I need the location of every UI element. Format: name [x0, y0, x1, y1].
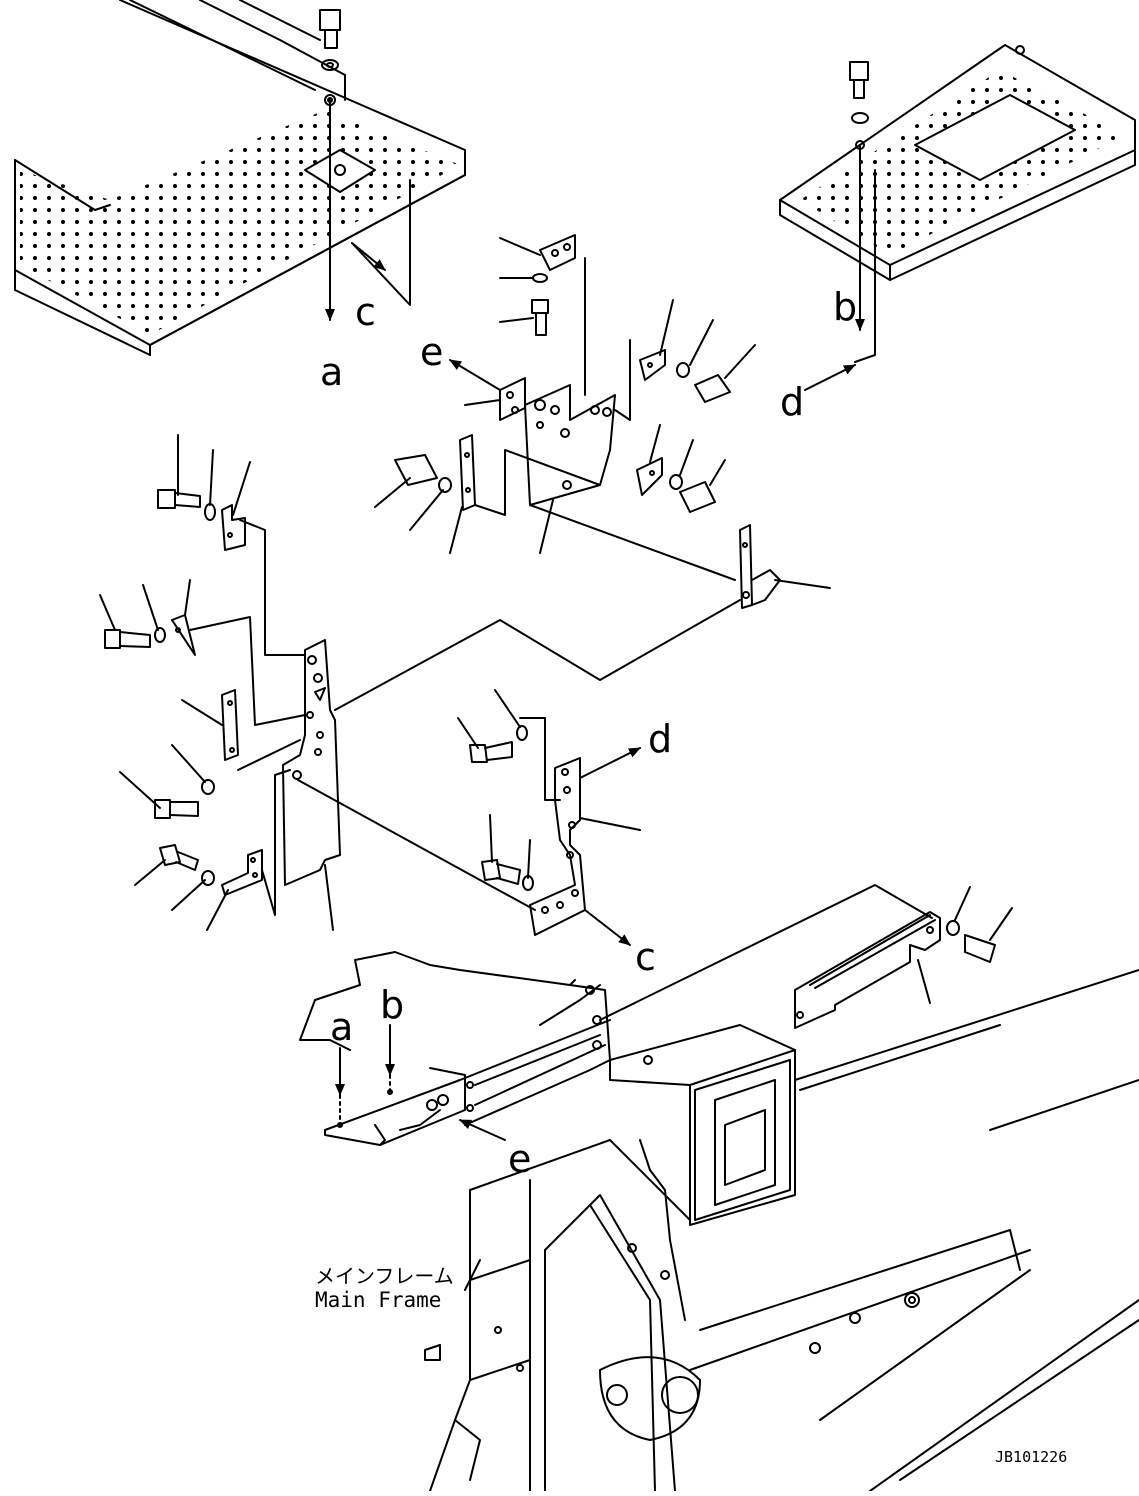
callout-a-frame: a	[330, 1005, 353, 1049]
drawing-number: JB101226	[995, 1448, 1067, 1466]
callout-a-top: a	[320, 350, 343, 394]
callout-e-top: e	[420, 330, 443, 374]
hook-clip-right	[739, 524, 781, 609]
leader-d-top	[804, 169, 876, 391]
main-frame-label-ja: メインフレーム	[315, 1264, 454, 1288]
right-leader-ticks	[917, 886, 1013, 1004]
callout-e-frame: e	[508, 1137, 531, 1181]
callout-b-frame: b	[380, 983, 404, 1027]
top-left-bolt	[319, 9, 341, 71]
main-frame	[299, 951, 1139, 1492]
left-connection-lines	[189, 519, 306, 916]
callout-b-top: b	[833, 285, 857, 329]
left-leader-ticks	[99, 434, 334, 931]
callout-d-top: d	[780, 380, 804, 424]
upper-connection-lines	[334, 257, 741, 711]
right-angle-clip-1	[639, 349, 731, 403]
left-small-bracket-1	[157, 489, 246, 551]
callout-c-mid: c	[635, 935, 656, 979]
leader-c-mid	[584, 909, 631, 946]
upper-bracket-plate	[524, 384, 616, 506]
mid-connection-lines	[297, 717, 561, 911]
right-long-bracket	[599, 884, 996, 1029]
leader-c-top	[351, 179, 411, 306]
left-tall-plate	[282, 639, 341, 886]
mid-bracket	[529, 757, 586, 936]
left-floor-plate	[14, 0, 466, 356]
mid-bolts	[469, 725, 534, 891]
right-floor-plate	[779, 44, 1136, 281]
mid-leader-ticks	[457, 689, 641, 879]
small-clip-e	[499, 377, 526, 421]
left-small-bracket-2	[159, 844, 263, 896]
left-strip-plate-2	[154, 689, 239, 819]
main-frame-label-en: Main Frame	[315, 1288, 441, 1312]
main-frame-leader	[464, 1259, 481, 1291]
upper-leader-ticks	[374, 237, 831, 589]
callout-d-mid: d	[648, 717, 672, 761]
callout-c-top: c	[355, 290, 376, 334]
upper-small-plate	[531, 234, 576, 336]
right-angle-clip-2	[636, 457, 716, 513]
leader-d-mid	[579, 747, 641, 779]
leader-e-frame	[459, 1119, 506, 1141]
leader-e-top	[449, 359, 501, 391]
top-right-bolt	[849, 61, 869, 124]
left-triangle-bracket	[104, 614, 196, 656]
